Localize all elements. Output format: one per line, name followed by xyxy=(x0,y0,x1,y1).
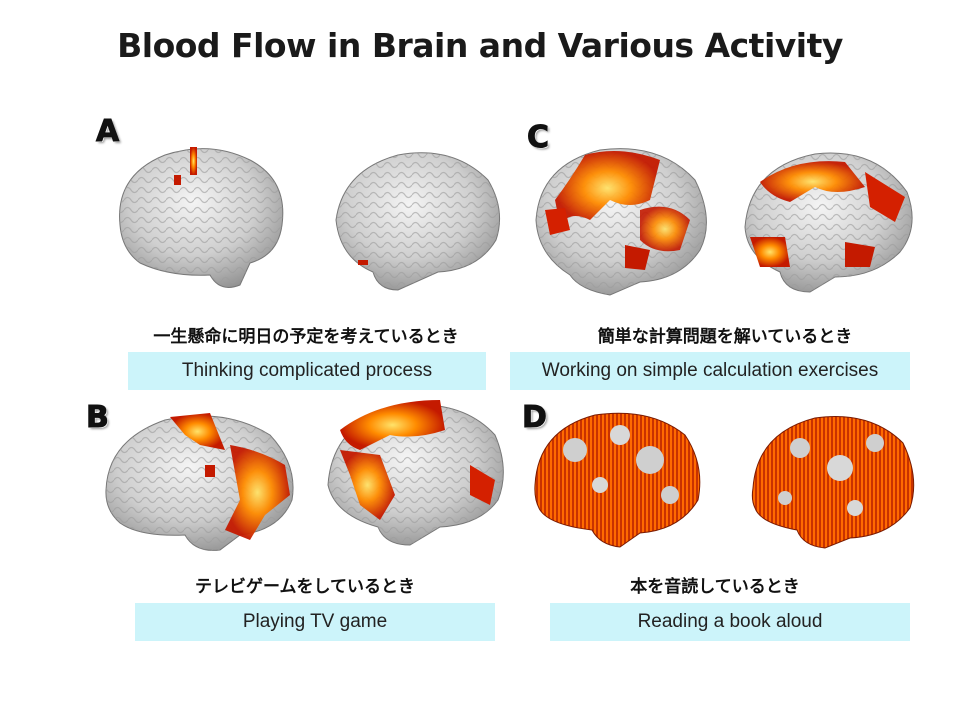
panel-letter: B xyxy=(86,400,110,436)
brain-image-right xyxy=(744,152,913,293)
japanese-caption: 本を音読しているとき xyxy=(630,577,800,597)
brain-image-right xyxy=(327,400,504,546)
english-caption: Thinking complicated process xyxy=(128,352,486,390)
panel-letter: D xyxy=(522,400,548,436)
panel-letter: C xyxy=(526,120,550,156)
japanese-caption: テレビゲームをしているとき xyxy=(195,577,415,597)
brain-image-right xyxy=(751,415,915,549)
page-title: Blood Flow in Brain and Various Activity xyxy=(117,26,843,65)
english-caption: Playing TV game xyxy=(135,603,495,641)
brain-image-left xyxy=(534,412,701,548)
brain-image-left xyxy=(119,147,284,288)
english-caption: Working on simple calculation exercises xyxy=(510,352,910,390)
brain-image-left xyxy=(105,413,294,551)
panel-letter: A xyxy=(95,114,120,150)
brain-image-right xyxy=(335,152,501,291)
japanese-caption: 簡単な計算問題を解いているとき xyxy=(597,327,853,347)
brain-image-left xyxy=(535,148,707,296)
japanese-caption: 一生懸命に明日の予定を考えているとき xyxy=(153,327,459,347)
english-caption: Reading a book aloud xyxy=(550,603,910,641)
